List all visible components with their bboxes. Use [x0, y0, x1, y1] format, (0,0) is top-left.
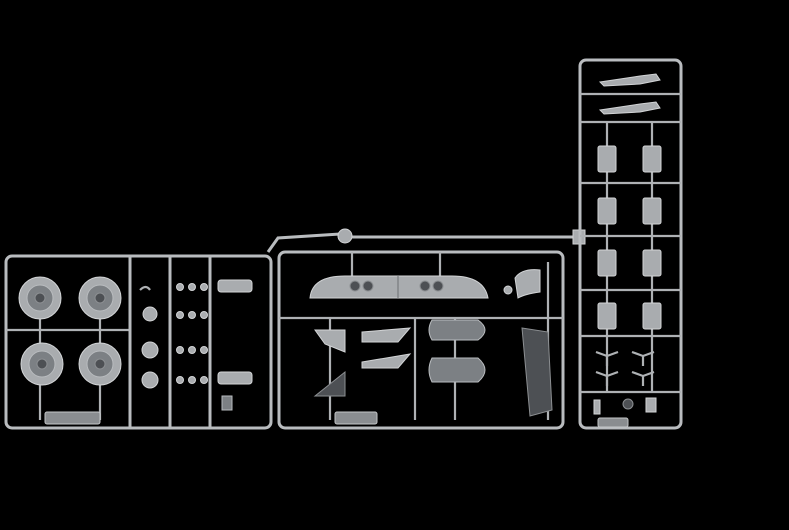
wheel-hub-3 [20, 342, 64, 386]
sprue-right [578, 58, 683, 430]
wheel-hub-1 [18, 276, 62, 320]
sprue-left [4, 254, 273, 430]
sprue-left-frame [4, 254, 273, 430]
sprue-right-frame [578, 58, 683, 430]
fender-panel [309, 275, 489, 299]
sprue-middle [277, 250, 565, 430]
bracket-parts [217, 279, 253, 411]
tri-spoke-parts [595, 350, 655, 386]
lever-parts [598, 73, 661, 115]
tank-parts [428, 319, 486, 383]
small-pin-parts [593, 397, 657, 415]
track-link-parts [597, 145, 662, 330]
small-bolt-parts [176, 283, 208, 384]
seat-part [521, 327, 553, 417]
sprue-left-tag [44, 411, 101, 425]
sprue-middle-frame [277, 250, 565, 430]
connecting-runner [266, 228, 586, 253]
wheel-hub-4 [78, 342, 122, 386]
sprue-right-tag [597, 417, 629, 428]
round-disc-parts [139, 285, 159, 389]
clip-part [503, 269, 541, 299]
sprue-middle-tag [334, 411, 378, 425]
wheel-hub-2 [78, 276, 122, 320]
angled-plate-parts [313, 327, 412, 397]
